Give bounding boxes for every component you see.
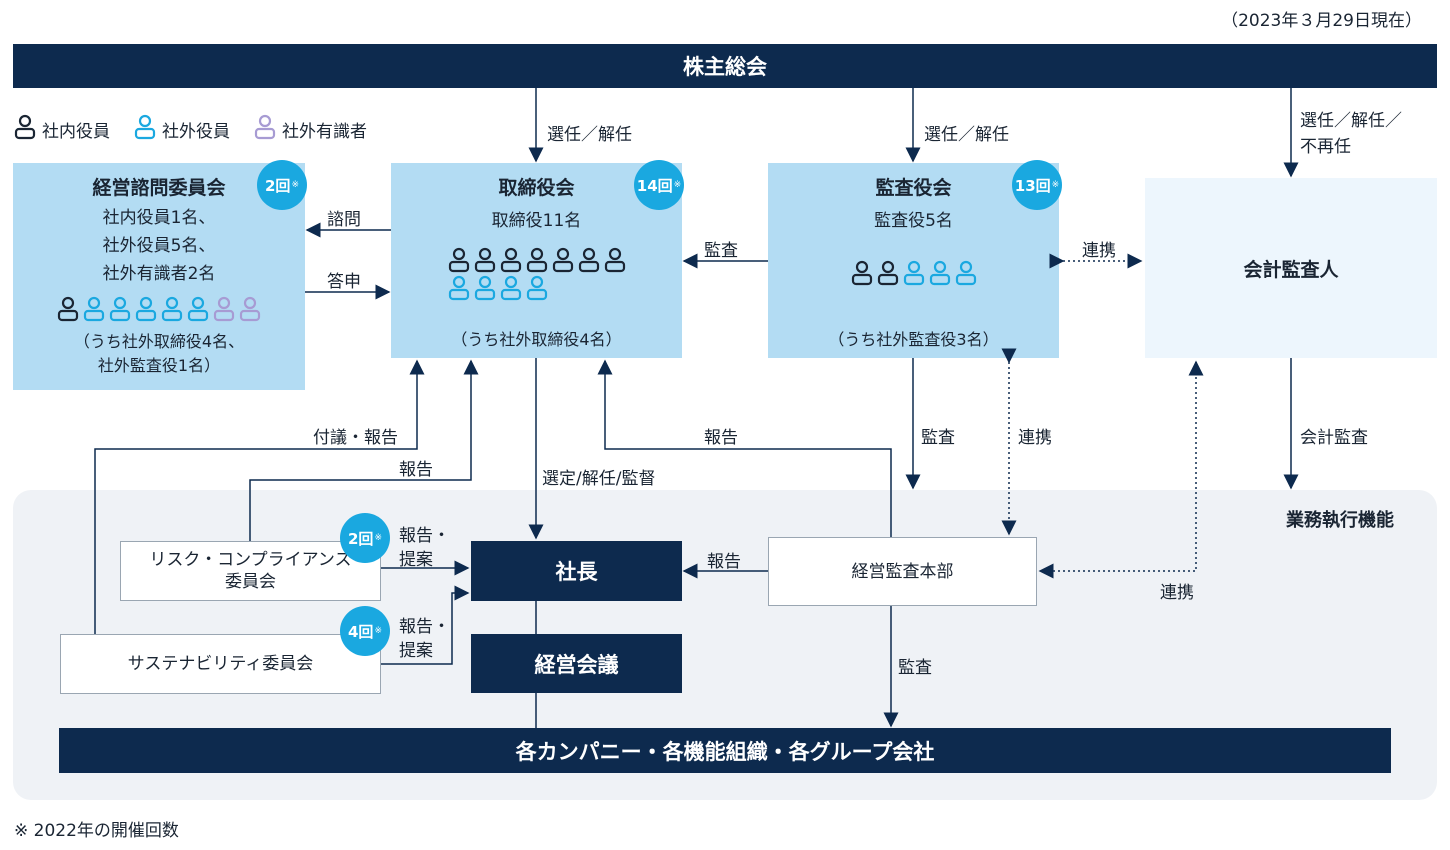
- person-icon-internal: [851, 260, 872, 286]
- person-icon-internal: [448, 247, 469, 273]
- person-icon-external: [161, 296, 183, 322]
- audit-board-members: 監査役5名: [874, 211, 953, 231]
- management-meeting-box: 経営会議: [471, 634, 682, 693]
- label-sustain-report-proposal: 報告・提案: [399, 617, 450, 661]
- legend-external-label: 社外役員: [162, 121, 230, 142]
- president-box: 社長: [471, 541, 682, 601]
- risk-count-badge: 2回※: [340, 513, 390, 563]
- advisory-count-badge: 2回※: [257, 160, 307, 210]
- person-icon-external: [929, 260, 950, 286]
- label-audit-exec: 監査: [921, 428, 955, 448]
- label-select: 選定/解任/監督: [542, 469, 656, 489]
- audit-board-member-icons: [768, 260, 1059, 286]
- person-icon-external: [903, 260, 924, 286]
- person-icon-external: [109, 296, 131, 322]
- person-icon-expert: [213, 296, 235, 322]
- label-elect-board: 選任／解任: [547, 125, 632, 145]
- label-answer: 答申: [327, 272, 361, 292]
- label-consult: 諮問: [327, 210, 361, 230]
- person-icon-external: [448, 275, 470, 301]
- board-note: （うち社外取締役4名）: [451, 330, 622, 349]
- date-note: （2023年３月29日現在）: [1221, 11, 1422, 31]
- audit-board-note: （うち社外監査役3名）: [828, 330, 999, 349]
- label-report-hq: 報告: [704, 428, 738, 448]
- audit-board-count-badge: 13回※: [1012, 160, 1062, 210]
- person-icon-internal: [552, 247, 573, 273]
- person-icon-internal: [877, 260, 898, 286]
- person-icon-internal: [14, 114, 36, 140]
- person-icon-external: [955, 260, 976, 286]
- label-audit-board: 監査: [704, 241, 738, 261]
- execution-area-title: 業務執行機能: [1286, 510, 1394, 531]
- link-auditor-hq: [1038, 362, 1197, 579]
- person-icon-internal: [500, 247, 521, 273]
- board-members: 取締役11名: [491, 211, 582, 231]
- sustainability-committee: サステナビリティ委員会: [60, 634, 381, 694]
- label-report-risk: 報告: [399, 460, 433, 480]
- person-icon-internal: [57, 296, 79, 322]
- person-icon-external: [83, 296, 105, 322]
- label-link-auditor: 連携: [1082, 241, 1116, 261]
- companies-bar: 各カンパニー・各機能組織・各グループ会社: [59, 728, 1391, 773]
- label-risk-report-proposal: 報告・提案: [399, 526, 450, 570]
- label-account-audit: 会計監査: [1300, 428, 1368, 448]
- label-elect-audit: 選任／解任: [924, 125, 1009, 145]
- label-proposal-report: 付議・報告: [313, 428, 398, 448]
- advisory-note-2: 社外監査役1名）: [97, 356, 221, 375]
- arrow-sustain-board: [94, 359, 425, 634]
- label-elect-auditor: 選任／解任／不再任: [1300, 111, 1402, 157]
- advisory-member-icons: [13, 296, 305, 322]
- person-icon-external: [500, 275, 522, 301]
- label-audit-companies: 監査: [898, 658, 932, 678]
- accounting-auditor-box: 会計監査人: [1145, 178, 1437, 358]
- person-icon-expert: [254, 114, 276, 144]
- legend: 社内役員 社外役員 社外有識者: [14, 114, 367, 144]
- person-icon-external: [134, 114, 156, 140]
- arrow-risk-board: [249, 359, 479, 541]
- advisory-committee-box: 経営諮問委員会 社内役員1名、 社外役員5名、 社外有識者2名 （うち社外取締役…: [13, 163, 305, 390]
- board-icons-row-1: [448, 247, 626, 273]
- person-icon-expert: [254, 114, 276, 140]
- person-icon-external: [474, 275, 496, 301]
- arrow-report-hq-board: [597, 359, 892, 538]
- person-icon-expert: [239, 296, 261, 322]
- legend-internal-label: 社内役員: [42, 121, 110, 142]
- advisory-line-2: 社外役員5名、: [102, 236, 216, 256]
- audit-board-title: 監査役会: [875, 177, 952, 199]
- footnote: ※ 2022年の開催回数: [14, 821, 179, 841]
- advisory-committee-title: 経営諮問委員会: [92, 177, 226, 199]
- arrow-sustain-president: [380, 585, 470, 665]
- person-icon-internal: [526, 247, 547, 273]
- audit-headquarters-box: 経営監査本部: [768, 537, 1037, 606]
- person-icon-external: [526, 275, 548, 301]
- label-link-auditor-hq: 連携: [1160, 583, 1194, 603]
- board-title: 取締役会: [498, 177, 575, 199]
- sustainability-count-badge: 4回※: [340, 606, 390, 656]
- advisory-note-1: （うち社外取締役4名、: [73, 332, 245, 351]
- person-icon-internal: [578, 247, 599, 273]
- audit-board-box: 監査役会 監査役5名 （うち社外監査役3名）: [768, 163, 1059, 358]
- person-icon-external: [187, 296, 209, 322]
- advisory-line-1: 社内役員1名、: [102, 208, 216, 228]
- advisory-line-3: 社外有識者2名: [102, 264, 216, 284]
- risk-compliance-committee: リスク・コンプライアンス委員会: [120, 541, 381, 601]
- person-icon-external: [134, 114, 156, 144]
- board-member-icons: [391, 247, 682, 301]
- person-icon-internal: [14, 114, 36, 144]
- person-icon-internal: [474, 247, 495, 273]
- legend-expert-label: 社外有識者: [282, 121, 367, 142]
- label-link-hq: 連携: [1018, 428, 1052, 448]
- board-of-directors-box: 取締役会 取締役11名 （うち社外取締役4名）: [391, 163, 682, 358]
- person-icon-internal: [604, 247, 625, 273]
- shareholders-meeting-bar: 株主総会: [13, 44, 1437, 88]
- person-icon-external: [135, 296, 157, 322]
- board-count-badge: 14回※: [634, 160, 684, 210]
- label-report-president: 報告: [707, 552, 741, 572]
- board-icons-row-2: [448, 275, 548, 301]
